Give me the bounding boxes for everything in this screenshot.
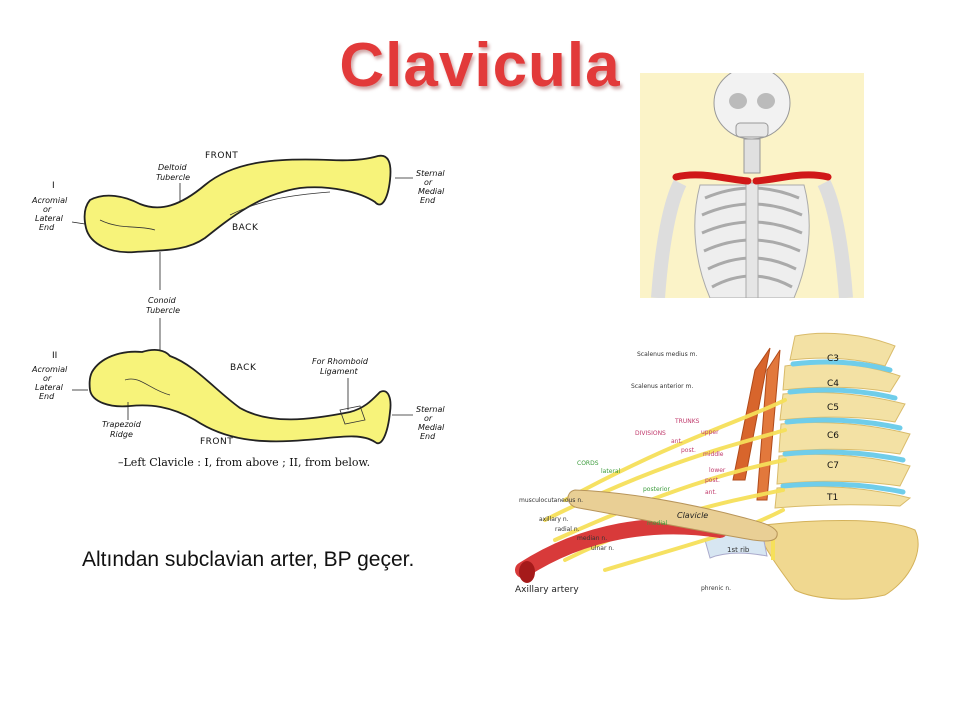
acromial-I-4: End xyxy=(39,223,55,232)
label-ant-2: ant. xyxy=(705,489,717,496)
acromial-I-3: Lateral xyxy=(35,214,64,223)
figure-II-back-label: BACK xyxy=(230,363,257,373)
figure-I-back-label: BACK xyxy=(232,223,259,233)
clavicle-highlight xyxy=(672,171,832,185)
sternal-I-3: Medial xyxy=(418,187,445,196)
label-medial: medial xyxy=(647,520,668,527)
label-post-2: post. xyxy=(705,477,720,484)
clavicle-figure-caption: –Left Clavicle : I, from above ; II, fro… xyxy=(118,456,370,469)
label-median: median n. xyxy=(577,535,607,542)
label-phrenic: phrenic n. xyxy=(701,585,731,592)
vertebra-C6: C6 xyxy=(827,431,839,441)
label-axillary-artery: Axillary artery xyxy=(515,585,579,595)
label-divisions: DIVISIONS xyxy=(635,430,666,437)
label-post-1: post. xyxy=(681,447,696,454)
label-upper: upper xyxy=(701,429,719,436)
figure-I-labels: I FRONT BACK Deltoid Tubercle Acromial o… xyxy=(31,151,445,290)
sternal-II-2: or xyxy=(424,414,433,423)
sternal-I-2: or xyxy=(424,178,433,187)
label-ulnar: ulnar n. xyxy=(591,545,614,552)
sternal-I-1: Sternal xyxy=(416,169,445,178)
label-axillary-n: axillary n. xyxy=(539,516,569,523)
clavicle-superior-view xyxy=(83,154,392,254)
vertebra-C3: C3 xyxy=(827,354,839,364)
acromial-II-3: Lateral xyxy=(35,383,64,392)
label-scalenus-anterior: Scalenus anterior m. xyxy=(631,383,693,390)
conoid-label-1: Conoid xyxy=(148,296,177,305)
label-ant-1: ant. xyxy=(671,438,683,445)
deltoid-label-1: Deltoid xyxy=(158,163,188,172)
figure-I-front-label: FRONT xyxy=(205,151,238,161)
acromial-II-2: or xyxy=(43,374,52,383)
acromial-I-1: Acromial xyxy=(31,196,68,205)
slide-title: Clavicula xyxy=(339,31,621,100)
clavicle-bone xyxy=(567,489,778,542)
figure-II-front-label: FRONT xyxy=(200,437,233,447)
vertebra-C4: C4 xyxy=(827,379,839,389)
label-lower: lower xyxy=(709,467,726,474)
label-first-rib: 1st rib xyxy=(727,546,750,554)
conoid-label-2: Tubercle xyxy=(146,306,180,315)
acromial-I-2: or xyxy=(43,205,52,214)
vertebrae-column xyxy=(774,332,912,509)
label-cords: CORDS xyxy=(577,460,599,467)
sternal-I-4: End xyxy=(420,196,436,205)
label-musculocutaneous: musculocutaneous n. xyxy=(519,497,583,504)
label-posterior: posterior xyxy=(643,486,670,493)
deltoid-label-2: Tubercle xyxy=(156,173,190,182)
acromial-II-4: End xyxy=(39,392,55,401)
skeleton-illustration xyxy=(640,73,864,298)
label-trunks: TRUNKS xyxy=(674,418,700,425)
label-radial: radial n. xyxy=(555,526,580,533)
clavicle-inferior-view xyxy=(88,349,392,445)
figure-II-roman: II xyxy=(52,351,57,361)
figure-I-roman: I xyxy=(52,181,55,191)
label-middle: middle xyxy=(703,451,724,458)
rhomboid-label-2: Ligament xyxy=(320,367,358,376)
label-lateral: lateral xyxy=(601,468,621,475)
trapezoid-label-1: Trapezoid xyxy=(102,420,142,429)
label-scalenus-medius: Scalenus medius m. xyxy=(637,351,697,358)
brachial-plexus-illustration: C3 C4 C5 C6 C7 T1 Scalenus medius m. Sca… xyxy=(515,332,919,600)
vertebra-T1: T1 xyxy=(826,493,838,503)
trapezoid-label-2: Ridge xyxy=(110,430,133,439)
acromial-II-1: Acromial xyxy=(31,365,68,374)
plexus-labels: Scalenus medius m. Scalenus anterior m. … xyxy=(515,351,750,595)
body-text: Altından subclavian arter, BP geçer. xyxy=(82,548,415,571)
rhomboid-label-1: For Rhomboid xyxy=(312,357,369,366)
vertebra-C7: C7 xyxy=(827,461,839,471)
sternal-II-3: Medial xyxy=(418,423,445,432)
sternal-II-4: End xyxy=(420,432,436,441)
label-clavicle: Clavicle xyxy=(677,511,708,520)
figure-II-labels: II BACK FRONT For Rhomboid Ligament Acro… xyxy=(31,351,445,447)
vertebra-C5: C5 xyxy=(827,403,839,413)
clavicle-drawing: I FRONT BACK Deltoid Tubercle Acromial o… xyxy=(31,151,445,469)
sternal-II-1: Sternal xyxy=(416,405,445,414)
